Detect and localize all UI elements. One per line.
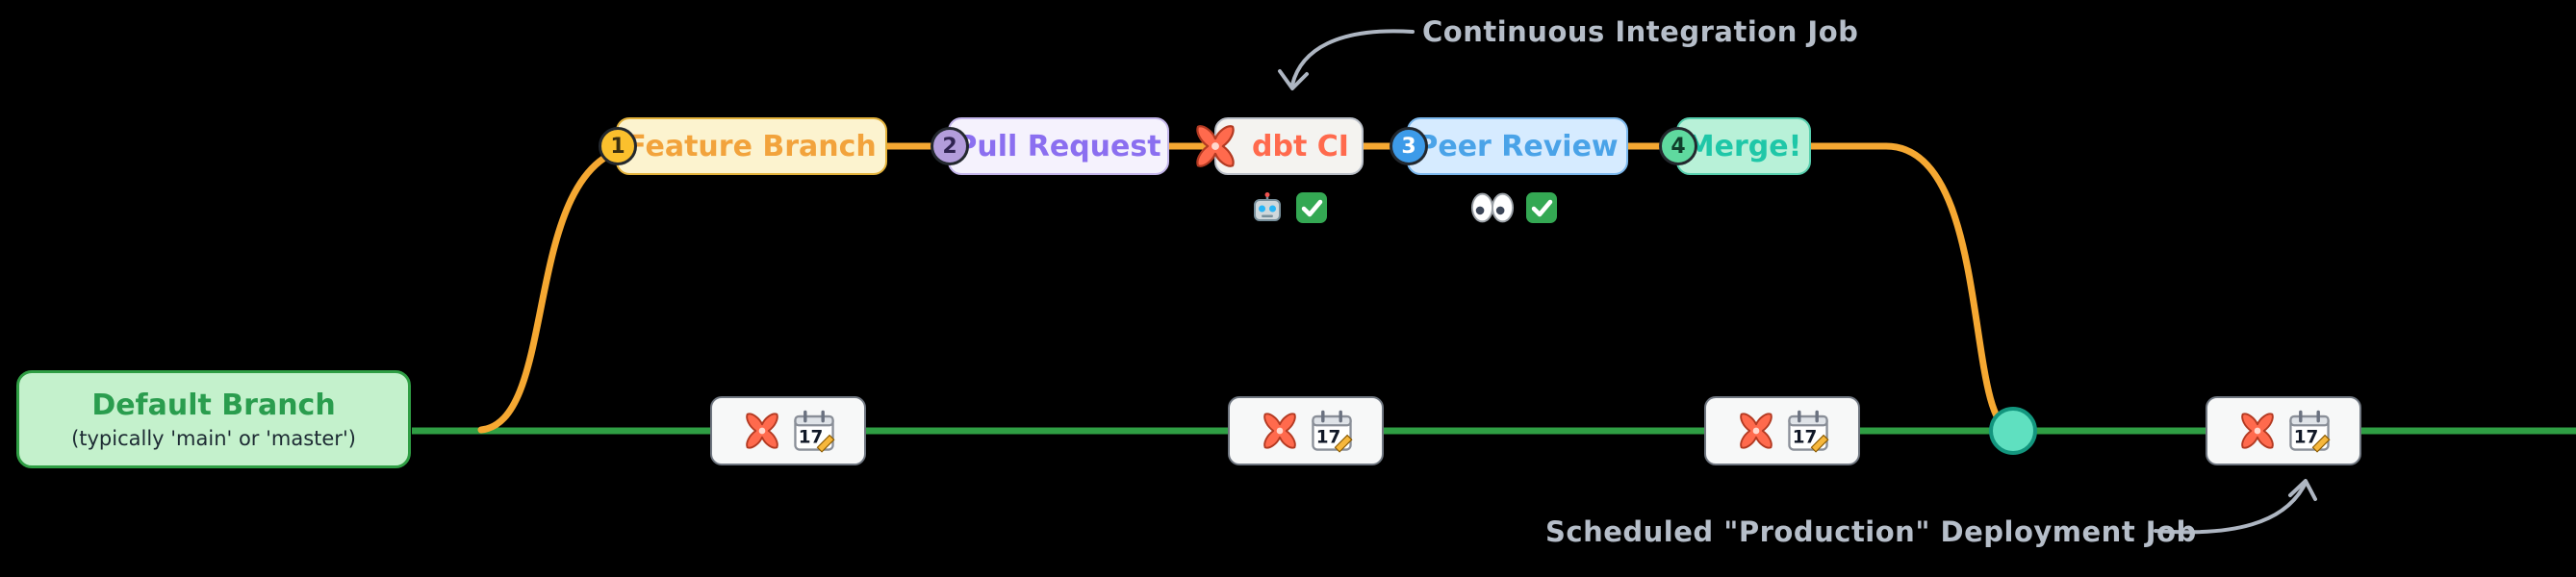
calendar-icon [2287,409,2332,453]
check-icon [1524,190,1559,225]
deploy-annotation-arrow [2154,483,2307,535]
dbt-logo-icon [2235,409,2280,453]
step-peer-review: 3 Peer Review [1390,117,1628,175]
scheduled-job-node [1704,396,1860,465]
robot-icon [1250,190,1285,225]
step-number-badge: 3 [1390,127,1428,165]
calendar-icon [792,409,836,453]
scheduled-job-node [2206,396,2361,465]
step-label: Pull Request [956,129,1161,163]
default-branch-subtitle: (typically 'main' or 'master') [71,427,356,450]
dbt-logo-icon [740,409,784,453]
ci-job-label: Continuous Integration Job [1422,15,1859,48]
merge-commit-dot [1989,407,2037,455]
default-branch-node: Default Branch (typically 'main' or 'mas… [16,370,411,468]
dbt-ci-node: dbt CI [1214,117,1364,175]
check-icon [1294,190,1329,225]
calendar-icon [1310,409,1354,453]
step-number-badge: 1 [599,127,637,165]
step-feature-branch: 1 Feature Branch [599,117,887,175]
eyes-icon [1470,191,1515,224]
default-branch-title: Default Branch [91,389,336,422]
step-pull-request: 2 Pull Request [931,117,1169,175]
feature-branch-line [477,142,2014,434]
review-status-icons [1470,190,1559,225]
dbt-logo-icon [1734,409,1778,453]
scheduled-job-node [1228,396,1384,465]
deploy-annotation-arrowhead [2288,479,2317,501]
step-number-badge: 2 [931,127,969,165]
dbt-logo-icon [1189,120,1241,172]
scheduled-job-node [710,396,866,465]
ci-annotation-arrowhead [1278,69,1309,90]
step-label: Feature Branch [626,129,877,163]
ci-status-icons [1250,190,1329,225]
step-number-badge: 4 [1659,127,1697,165]
step-label: Peer Review [1416,129,1619,163]
dbt-logo-icon [1258,409,1302,453]
calendar-icon [1786,409,1830,453]
step-label: Merge! [1685,129,1802,163]
ci-annotation-arrow [1290,29,1415,87]
dbt-ci-label: dbt CI [1252,129,1349,163]
step-merge: 4 Merge! [1659,117,1811,175]
deploy-job-label: Scheduled "Production" Deployment Job [1545,515,2197,548]
